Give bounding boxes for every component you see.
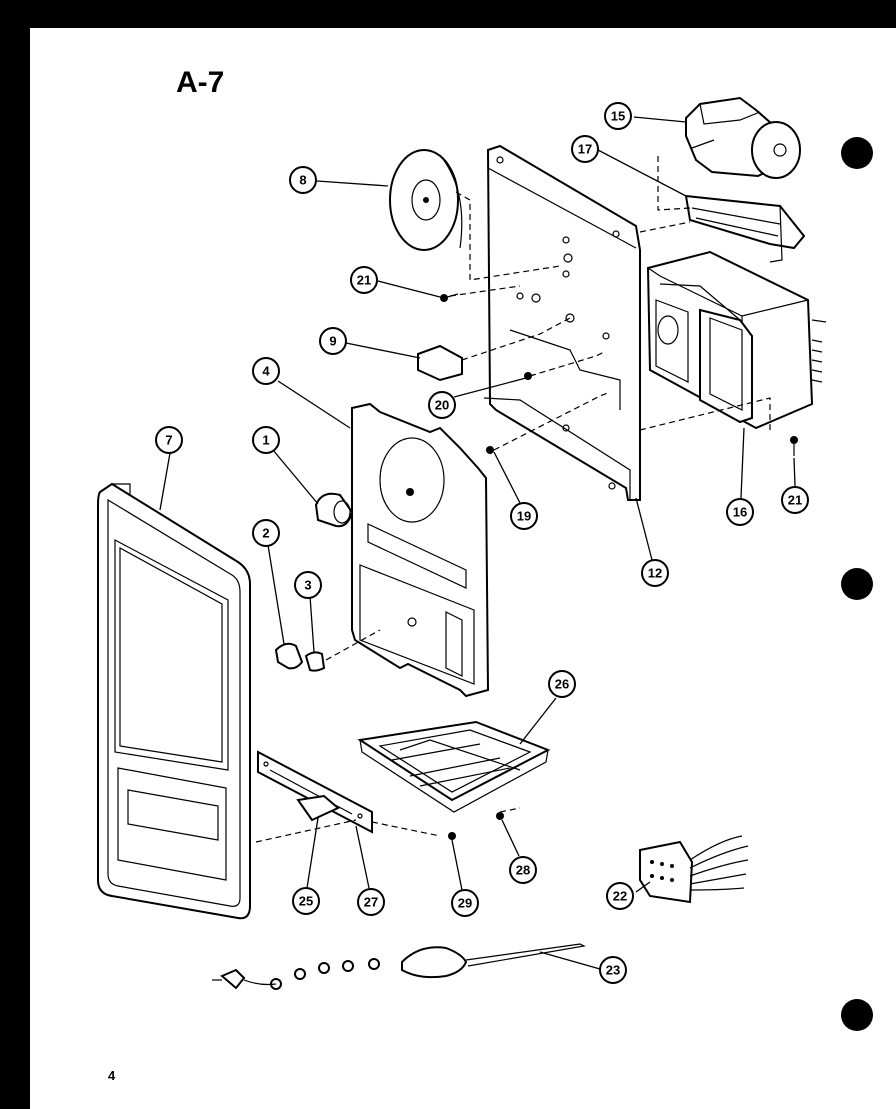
callout-9: 9 xyxy=(319,327,347,355)
page-number: 4 xyxy=(108,1068,116,1083)
screw-part-21-lower xyxy=(790,436,798,456)
callout-26: 26 xyxy=(548,670,576,698)
assembly-lines xyxy=(255,156,771,843)
callout-2: 2 xyxy=(252,519,280,547)
svg-text:27: 27 xyxy=(364,895,378,910)
svg-text:1: 1 xyxy=(262,433,269,448)
screw-part-19 xyxy=(486,446,494,454)
leader-lines xyxy=(159,116,796,970)
svg-text:4: 4 xyxy=(262,364,270,379)
connector-part-22 xyxy=(639,835,749,904)
svg-text:15: 15 xyxy=(611,109,625,124)
callout-23: 23 xyxy=(599,956,627,984)
transformer-part-16 xyxy=(646,250,827,430)
svg-text:20: 20 xyxy=(435,398,449,413)
switch-part-25 xyxy=(296,794,340,822)
svg-text:9: 9 xyxy=(329,334,336,349)
knob-part-1 xyxy=(314,492,354,528)
callout-17: 17 xyxy=(571,135,599,163)
screw-part-28 xyxy=(496,812,504,820)
bracket-part-17 xyxy=(684,194,806,263)
punch-hole xyxy=(841,137,873,169)
callout-19: 19 xyxy=(510,502,538,530)
knob-part-3 xyxy=(304,651,326,672)
svg-text:17: 17 xyxy=(578,142,592,157)
callout-1: 1 xyxy=(252,426,280,454)
svg-text:21: 21 xyxy=(357,273,371,288)
svg-text:23: 23 xyxy=(606,963,620,978)
svg-text:28: 28 xyxy=(516,863,530,878)
callout-20: 20 xyxy=(428,391,456,419)
callout-12: 12 xyxy=(641,559,669,587)
callout-21-lower: 21 xyxy=(781,486,809,514)
svg-text:12: 12 xyxy=(648,566,662,581)
callout-3: 3 xyxy=(294,571,322,599)
callout-15: 15 xyxy=(604,102,632,130)
screw-part-29 xyxy=(448,832,456,840)
svg-text:25: 25 xyxy=(299,894,313,909)
punch-hole xyxy=(841,999,873,1031)
callout-7: 7 xyxy=(155,426,183,454)
svg-text:8: 8 xyxy=(299,173,306,188)
control-panel-part-4 xyxy=(351,402,490,698)
svg-text:16: 16 xyxy=(733,505,747,520)
callout-28: 28 xyxy=(509,856,537,884)
svg-text:26: 26 xyxy=(555,677,569,692)
timer-motor-part-15 xyxy=(685,96,801,179)
callout-29: 29 xyxy=(451,889,479,917)
callout-25: 25 xyxy=(292,887,320,915)
probe-part-23 xyxy=(212,943,586,990)
bottom-strip-part-27 xyxy=(257,750,373,834)
svg-text:21: 21 xyxy=(788,493,802,508)
callout-8: 8 xyxy=(289,166,317,194)
diagram-title: A-7 xyxy=(176,66,224,99)
svg-text:22: 22 xyxy=(613,889,627,904)
door-panel-part-7 xyxy=(97,482,251,920)
callout-22: 22 xyxy=(606,882,634,910)
callout-4: 4 xyxy=(252,357,280,385)
svg-text:29: 29 xyxy=(458,896,472,911)
switch-tray-part-26 xyxy=(357,720,551,813)
svg-text:3: 3 xyxy=(304,578,311,593)
disc-part-8 xyxy=(389,149,463,251)
punch-hole xyxy=(841,568,873,600)
callout-21-upper: 21 xyxy=(350,266,378,294)
callout-27: 27 xyxy=(357,888,385,916)
callout-16: 16 xyxy=(726,498,754,526)
svg-text:19: 19 xyxy=(517,509,531,524)
svg-text:7: 7 xyxy=(165,433,172,448)
clip-part-9 xyxy=(417,344,463,382)
chassis-plate-part-12 xyxy=(483,144,641,501)
knob-part-2 xyxy=(274,642,304,670)
svg-text:2: 2 xyxy=(262,526,269,541)
